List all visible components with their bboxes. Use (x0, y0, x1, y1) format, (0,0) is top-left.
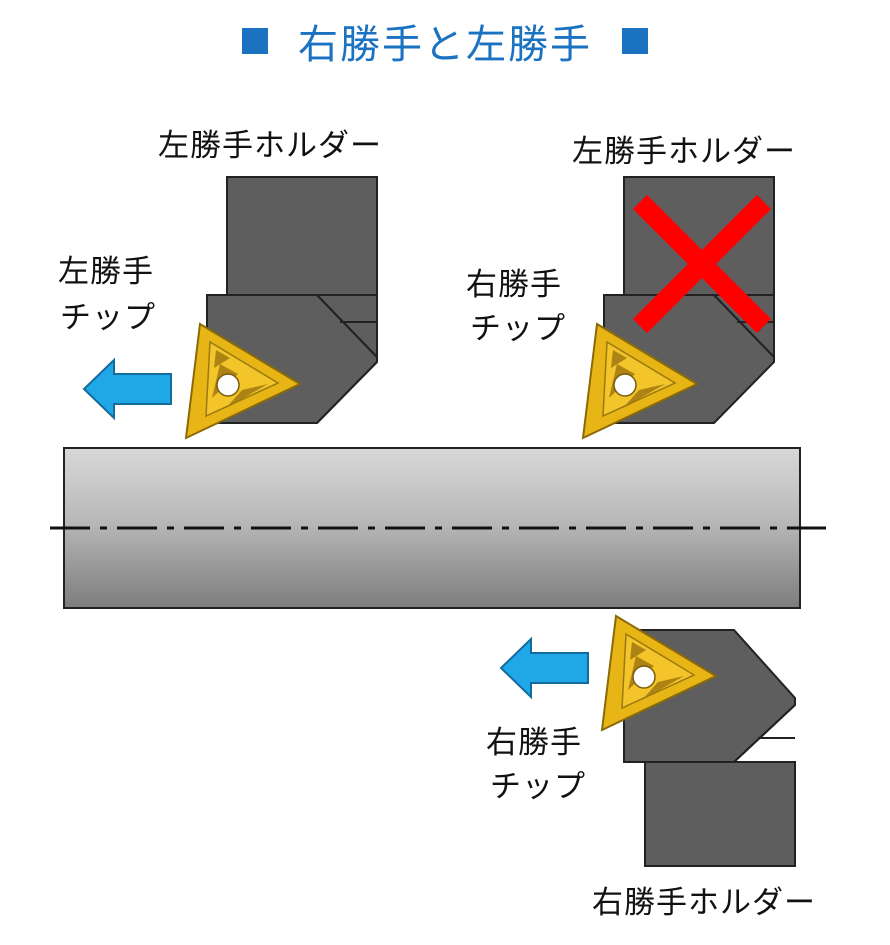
label-left-hand-tip-line1: 左勝手 (58, 254, 154, 290)
label-right-hand-tip-top-line1: 右勝手 (466, 267, 562, 303)
label-right-hand-holder: 右勝手ホルダー (592, 885, 816, 921)
page-title: 右勝手と左勝手 (0, 12, 890, 70)
label-right-hand-tip-bottom-line2: チップ (490, 769, 586, 805)
square-marker-right (622, 28, 648, 54)
feed-arrow-icon (82, 357, 172, 421)
label-right-hand-tip-bottom-line1: 右勝手 (486, 725, 582, 761)
square-marker-left (242, 28, 268, 54)
label-left-hand-holder: 左勝手ホルダー (158, 128, 382, 164)
label-right-hand-tip-top-line2: チップ (470, 311, 566, 347)
title-text: 右勝手と左勝手 (298, 22, 592, 68)
label-wrong-holder: 左勝手ホルダー (572, 134, 796, 170)
feed-arrow-icon (499, 636, 589, 700)
left-hand-holder (206, 176, 378, 424)
cross-icon (632, 194, 772, 334)
label-left-hand-tip-line2: チップ (60, 300, 156, 336)
